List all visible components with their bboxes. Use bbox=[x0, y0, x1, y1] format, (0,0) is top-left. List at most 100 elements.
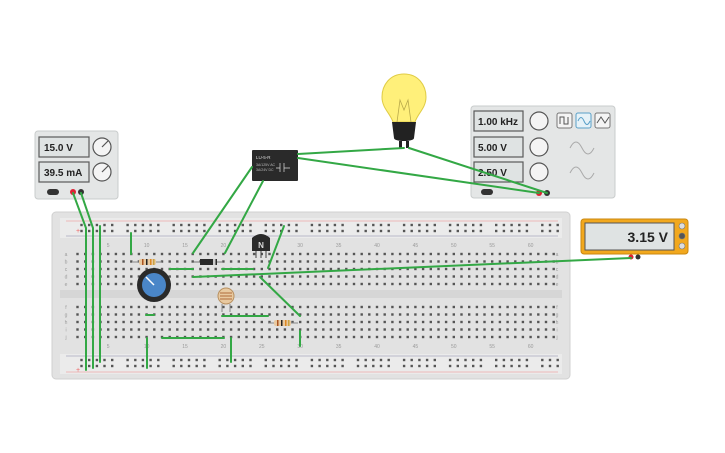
dc-power-supply[interactable]: 15.0 V 39.5 mA bbox=[34, 130, 119, 200]
breadboard-hole[interactable] bbox=[429, 335, 432, 339]
breadboard-hole[interactable] bbox=[299, 313, 302, 316]
breadboard-hole[interactable] bbox=[252, 335, 256, 339]
breadboard-hole[interactable] bbox=[460, 260, 463, 263]
breadboard-hole[interactable] bbox=[402, 358, 406, 362]
breadboard-hole[interactable] bbox=[180, 364, 183, 368]
breadboard-hole[interactable] bbox=[107, 313, 110, 316]
breadboard-hole[interactable] bbox=[199, 328, 202, 331]
breadboard-hole[interactable] bbox=[337, 328, 340, 331]
breadboard-hole[interactable] bbox=[356, 223, 360, 227]
breadboard-hole[interactable] bbox=[134, 364, 137, 368]
breadboard-hole[interactable] bbox=[291, 305, 294, 309]
breadboard-hole[interactable] bbox=[172, 364, 175, 368]
breadboard-hole[interactable] bbox=[76, 320, 79, 324]
breadboard-hole[interactable] bbox=[418, 364, 421, 368]
breadboard-hole[interactable] bbox=[318, 229, 321, 233]
breadboard-hole[interactable] bbox=[233, 358, 237, 362]
breadboard-hole[interactable] bbox=[245, 320, 248, 324]
breadboard-hole[interactable] bbox=[460, 313, 463, 316]
breadboard-hole[interactable] bbox=[375, 305, 379, 309]
breadboard-hole[interactable] bbox=[168, 260, 171, 263]
mode-ampere-button[interactable] bbox=[678, 222, 686, 230]
breadboard-hole[interactable] bbox=[122, 282, 125, 286]
breadboard-hole[interactable] bbox=[203, 223, 206, 227]
breadboard-hole[interactable] bbox=[364, 364, 367, 368]
breadboard-hole[interactable] bbox=[172, 229, 175, 233]
breadboard-hole[interactable] bbox=[548, 358, 552, 362]
breadboard-hole[interactable] bbox=[521, 282, 525, 286]
breadboard-hole[interactable] bbox=[552, 267, 555, 271]
breadboard-hole[interactable] bbox=[260, 260, 263, 263]
breadboard-hole[interactable] bbox=[521, 267, 525, 271]
breadboard-hole[interactable] bbox=[191, 282, 194, 286]
breadboard-hole[interactable] bbox=[414, 260, 417, 263]
breadboard-hole[interactable] bbox=[510, 223, 513, 227]
breadboard-hole[interactable] bbox=[406, 305, 409, 309]
breadboard-hole[interactable] bbox=[448, 358, 452, 362]
breadboard-hole[interactable] bbox=[130, 275, 133, 278]
breadboard-hole[interactable] bbox=[329, 328, 333, 331]
breadboard-hole[interactable] bbox=[107, 320, 110, 324]
breadboard-hole[interactable] bbox=[368, 335, 371, 339]
breadboard-hole[interactable] bbox=[352, 252, 356, 256]
breadboard-hole[interactable] bbox=[80, 223, 83, 227]
breadboard-hole[interactable] bbox=[137, 328, 141, 331]
breadboard-hole[interactable] bbox=[452, 335, 455, 339]
breadboard-hole[interactable] bbox=[122, 313, 125, 316]
breadboard-hole[interactable] bbox=[448, 223, 452, 227]
breadboard-hole[interactable] bbox=[345, 260, 348, 263]
breadboard-hole[interactable] bbox=[418, 229, 421, 233]
breadboard-hole[interactable] bbox=[176, 313, 179, 316]
breadboard-hole[interactable] bbox=[130, 320, 133, 324]
breadboard-hole[interactable] bbox=[548, 364, 552, 368]
breadboard-hole[interactable] bbox=[206, 267, 210, 271]
breadboard-hole[interactable] bbox=[410, 364, 413, 368]
breadboard-hole[interactable] bbox=[295, 229, 298, 233]
breadboard-hole[interactable] bbox=[187, 229, 191, 233]
breadboard-hole[interactable] bbox=[429, 320, 432, 324]
breadboard-hole[interactable] bbox=[498, 252, 502, 256]
breadboard-hole[interactable] bbox=[498, 282, 502, 286]
breadboard-hole[interactable] bbox=[544, 252, 548, 256]
breadboard-hole[interactable] bbox=[88, 223, 91, 227]
breadboard-hole[interactable] bbox=[276, 260, 279, 263]
breadboard-hole[interactable] bbox=[537, 305, 540, 309]
breadboard-hole[interactable] bbox=[329, 335, 333, 339]
top-power-rail[interactable] bbox=[60, 218, 562, 238]
breadboard-hole[interactable] bbox=[314, 267, 317, 271]
breadboard-hole[interactable] bbox=[475, 305, 479, 309]
breadboard-hole[interactable] bbox=[421, 328, 425, 331]
breadboard-hole[interactable] bbox=[472, 358, 475, 362]
breadboard-hole[interactable] bbox=[460, 275, 463, 278]
breadboard-hole[interactable] bbox=[145, 328, 148, 331]
breadboard-hole[interactable] bbox=[537, 275, 540, 278]
breadboard-hole[interactable] bbox=[160, 313, 164, 316]
breadboard-hole[interactable] bbox=[183, 252, 187, 256]
breadboard-hole[interactable] bbox=[498, 267, 502, 271]
breadboard-hole[interactable] bbox=[383, 335, 386, 339]
breadboard-hole[interactable] bbox=[268, 313, 271, 316]
breadboard-hole[interactable] bbox=[291, 275, 294, 278]
breadboard-hole[interactable] bbox=[260, 267, 263, 271]
breadboard-hole[interactable] bbox=[537, 335, 540, 339]
breadboard-hole[interactable] bbox=[491, 260, 494, 263]
breadboard-hole[interactable] bbox=[172, 358, 175, 362]
breadboard-hole[interactable] bbox=[326, 229, 329, 233]
breadboard-hole[interactable] bbox=[406, 275, 409, 278]
potentiometer[interactable] bbox=[137, 268, 171, 302]
breadboard-hole[interactable] bbox=[226, 223, 229, 227]
breadboard-hole[interactable] bbox=[468, 252, 471, 256]
breadboard-hole[interactable] bbox=[229, 252, 233, 256]
breadboard-hole[interactable] bbox=[452, 267, 455, 271]
breadboard-hole[interactable] bbox=[276, 252, 279, 256]
breadboard-hole[interactable] bbox=[372, 358, 375, 362]
breadboard-hole[interactable] bbox=[310, 223, 314, 227]
breadboard-hole[interactable] bbox=[130, 328, 133, 331]
breadboard-hole[interactable] bbox=[187, 223, 191, 227]
breadboard-hole[interactable] bbox=[126, 223, 129, 227]
breadboard-hole[interactable] bbox=[475, 313, 479, 316]
breadboard-hole[interactable] bbox=[429, 252, 432, 256]
breadboard-hole[interactable] bbox=[414, 282, 417, 286]
breadboard-hole[interactable] bbox=[122, 252, 125, 256]
breadboard-hole[interactable] bbox=[206, 320, 210, 324]
